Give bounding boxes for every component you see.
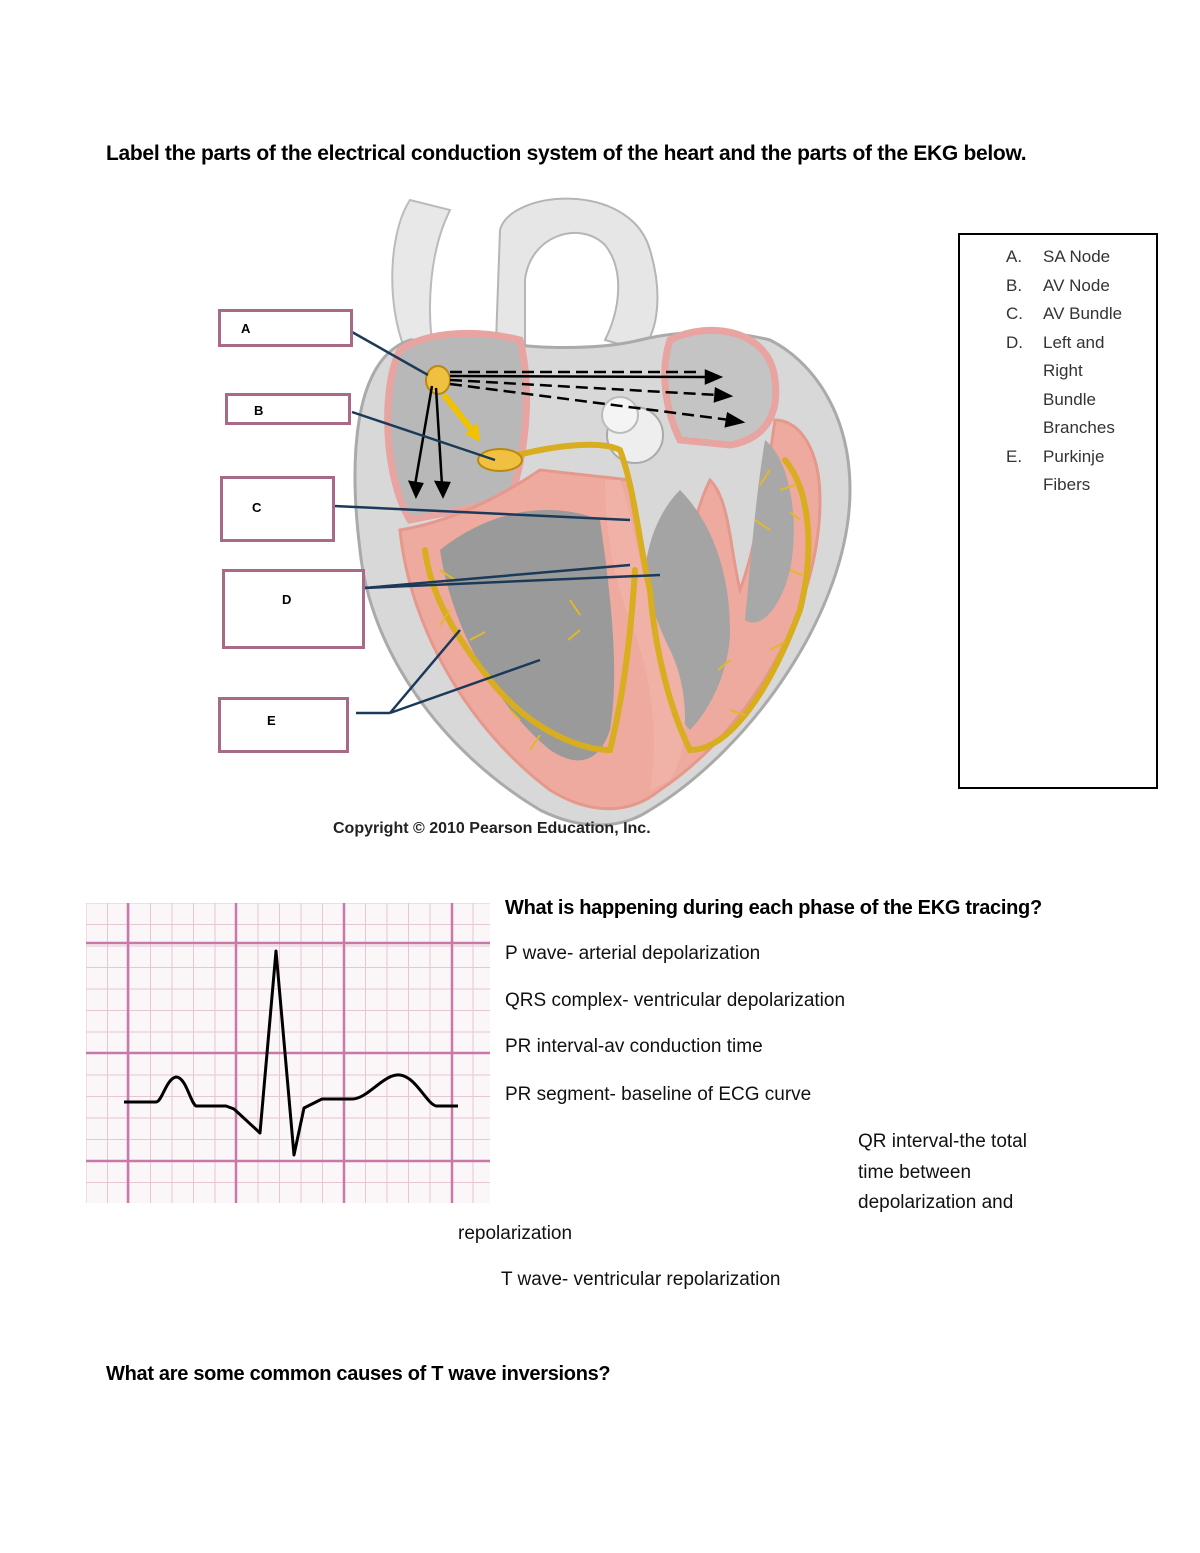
leader-b: [351, 410, 496, 462]
key-item-b: B. AV Node: [1006, 272, 1148, 301]
sa-node: [425, 365, 451, 395]
key-text: SA Node: [1043, 247, 1111, 266]
leader-e3: [389, 658, 541, 715]
label-box-c[interactable]: C: [220, 476, 335, 542]
answer-qr-line4: repolarization: [458, 1223, 573, 1244]
av-node: [477, 448, 523, 472]
key-text: Purkinje: [1043, 446, 1105, 466]
ekg-tracing: [86, 903, 490, 1203]
key-item-c: C. AV Bundle: [1006, 300, 1148, 329]
label-box-a-letter: A: [241, 321, 251, 336]
key-text: AV Node: [1043, 275, 1110, 295]
key-text: Branches: [1043, 418, 1115, 437]
key-text: Bundle: [1043, 389, 1096, 409]
t-wave-inversion-question: What are some common causes of T wave in…: [106, 1363, 611, 1385]
answer-qr-line3: depolarization and: [858, 1192, 1014, 1213]
key-item-d: D. Left and Right Bundle Branches: [1006, 329, 1148, 443]
answer-pr-interval: PR interval-av conduction time: [505, 1036, 763, 1057]
leader-d: [363, 563, 631, 590]
left-bundle-branch: [647, 457, 812, 754]
key-item-e: E. Purkinje Fibers: [1006, 443, 1148, 500]
label-box-e[interactable]: E: [218, 697, 349, 753]
key-text: Left and: [1043, 332, 1105, 352]
right-atrium: [384, 329, 531, 524]
label-box-d[interactable]: D: [222, 569, 365, 649]
leader-c: [333, 504, 631, 522]
label-box-e-letter: E: [267, 713, 276, 728]
answer-t-wave: T wave- ventricular repolarization: [501, 1269, 781, 1290]
left-atrium: [661, 326, 780, 449]
key-letter: C.: [1006, 304, 1023, 323]
lv-cavity-2: [745, 440, 794, 623]
key-text: Fibers: [1043, 475, 1091, 494]
leader-d2: [363, 573, 661, 590]
septum: [605, 480, 685, 790]
ekg-waveform: [124, 949, 458, 1157]
heart-diagram: [333, 197, 852, 827]
key-letter: A.: [1006, 247, 1023, 266]
answer-pr-segment: PR segment- baseline of ECG curve: [505, 1084, 812, 1105]
right-bundle-branch: [422, 547, 638, 754]
label-box-c-letter: C: [252, 500, 262, 515]
ekg-question-heading: What is happening during each phase of t…: [505, 897, 1042, 919]
leader-e2: [389, 629, 461, 714]
answer-p-wave: P wave- arterial depolarization: [505, 943, 761, 964]
worksheet-title: Label the parts of the electrical conduc…: [106, 142, 1027, 165]
answer-key-list: A. SA Node B. AV Node C. AV Bundle D. Le…: [1006, 243, 1148, 500]
key-text: AV Bundle: [1043, 304, 1123, 323]
label-box-d-letter: D: [282, 592, 292, 607]
answer-qrs: QRS complex- ventricular depolarization: [505, 990, 846, 1011]
key-item-a: A. SA Node: [1006, 243, 1148, 272]
key-letter: D.: [1006, 332, 1023, 352]
copyright-text: Copyright © 2010 Pearson Education, Inc.: [333, 820, 651, 837]
right-ventricle-cavity: [440, 510, 615, 761]
label-box-a[interactable]: A: [218, 309, 353, 347]
answer-qr-line1: QR interval-the total: [858, 1131, 1027, 1152]
key-text: Right: [1043, 361, 1083, 380]
label-box-b-letter: B: [254, 403, 264, 418]
answer-qr-line2: time between: [858, 1162, 972, 1183]
av-bundle-path: [497, 441, 653, 593]
label-box-b[interactable]: B: [225, 393, 351, 425]
key-letter: B.: [1006, 275, 1023, 295]
leader-a: [351, 330, 429, 377]
key-letter: E.: [1006, 446, 1023, 466]
answer-key-box: [958, 233, 1158, 789]
